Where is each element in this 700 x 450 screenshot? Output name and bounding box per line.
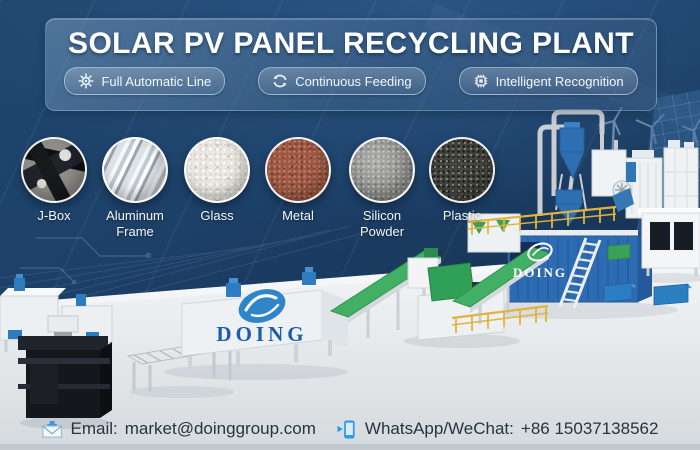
badge-label: Intelligent Recognition xyxy=(495,73,624,89)
silicon-powder-photo xyxy=(349,137,415,203)
doing-logo-container-group: DOING xyxy=(513,242,567,280)
plastic-photo xyxy=(429,137,495,203)
email-label: Email: xyxy=(70,419,118,438)
whatsapp-value: +86 15037138562 xyxy=(520,419,659,438)
right-machine-cluster xyxy=(591,134,700,276)
email-value: market@doinggroup.com xyxy=(124,419,316,438)
pipes-and-cyclones xyxy=(537,109,605,225)
dismantling-machine xyxy=(18,315,112,418)
email-contact[interactable]: Email: market@doinggroup.com xyxy=(41,419,316,439)
safety-railings xyxy=(451,205,617,333)
material-glass: Glass xyxy=(182,137,252,224)
feature-badges: Full Automatic Line Continuous Feeding xyxy=(46,67,656,95)
material-jbox: J-Box xyxy=(19,137,89,224)
incline-conveyor-a xyxy=(330,248,442,338)
header-panel: SOLAR PV PANEL RECYCLING PLANT Full Auto… xyxy=(45,18,657,111)
page-title: SOLAR PV PANEL RECYCLING PLANT xyxy=(68,27,634,60)
material-label: Plastic xyxy=(442,208,482,223)
collection-bins xyxy=(603,243,692,306)
gear-icon xyxy=(78,73,95,89)
material-label: Silicon Powder xyxy=(359,208,405,239)
metal-photo xyxy=(265,137,331,203)
access-stairs xyxy=(558,237,602,309)
doing-logo-container: DOING xyxy=(513,265,567,280)
material-label: Glass xyxy=(200,208,234,223)
email-send-icon xyxy=(41,420,62,438)
material-label: Metal xyxy=(282,208,314,223)
phone-icon xyxy=(337,419,355,439)
badge-full-automatic-line: Full Automatic Line xyxy=(64,67,226,95)
doing-logo-watermark: DOING xyxy=(216,322,307,346)
material-silicon-powder: Silicon Powder xyxy=(347,137,417,240)
cycle-arrows-icon xyxy=(273,74,287,88)
doing-logo-watermark-group: DOING xyxy=(216,289,307,346)
machine-shadows xyxy=(20,273,700,429)
whatsapp-contact[interactable]: WhatsApp/WeChat: +86 15037138562 xyxy=(336,419,659,439)
material-metal: Metal xyxy=(263,137,333,224)
aluminum-frame-photo xyxy=(102,137,168,203)
chip-icon xyxy=(474,74,487,88)
badge-label: Continuous Feeding xyxy=(295,73,412,89)
contact-bar: Email: market@doinggroup.com WhatsApp/We… xyxy=(0,419,700,439)
material-label: Aluminum Frame xyxy=(106,208,164,239)
jbox-photo xyxy=(21,137,87,203)
badge-continuous-feeding: Continuous Feeding xyxy=(258,67,426,95)
material-plastic: Plastic xyxy=(427,137,497,224)
incline-conveyor-b xyxy=(452,246,550,324)
material-aluminum-frame: Aluminum Frame xyxy=(100,137,170,240)
glass-photo xyxy=(184,137,250,203)
badge-intelligent-recognition: Intelligent Recognition xyxy=(458,67,638,95)
circuit-lines xyxy=(20,237,151,284)
badge-label: Full Automatic Line xyxy=(101,73,212,89)
material-label: J-Box xyxy=(37,208,71,223)
whatsapp-label: WhatsApp/WeChat: xyxy=(364,419,514,438)
